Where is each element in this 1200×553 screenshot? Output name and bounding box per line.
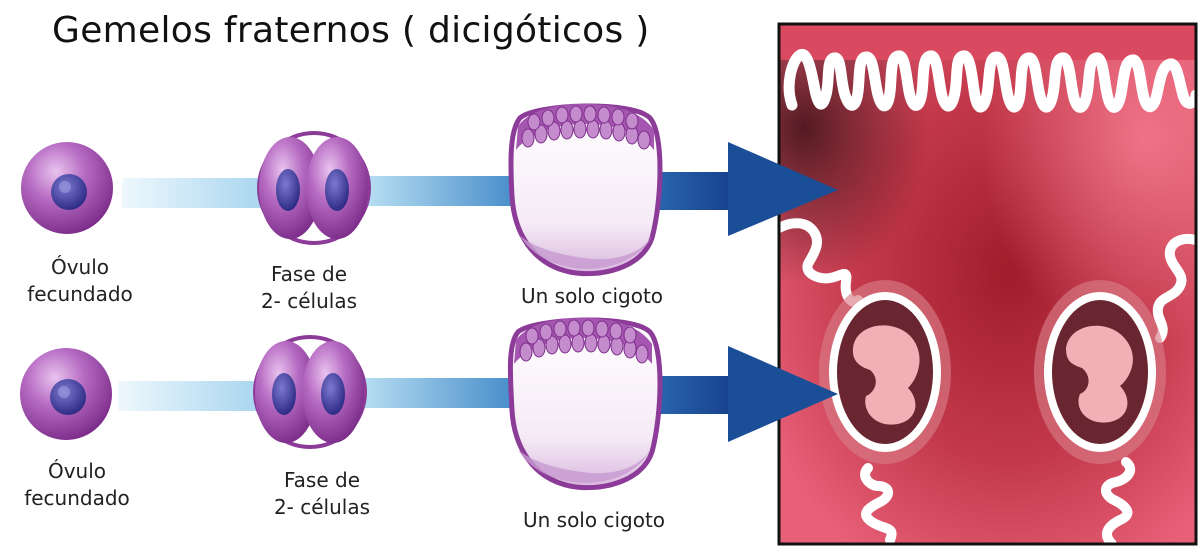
two-cell-label-line-2: 2- células [261,288,357,315]
two-cell-label-line-2: 2- células [274,494,370,521]
zygote-1 [511,104,660,274]
uterus-panel [779,24,1196,544]
ovum-label-2: Óvulo fecundado [24,458,130,512]
beam-two-cell-to-zygote-1 [368,176,512,206]
zygote-2 [510,318,660,488]
right-ovary [1034,280,1166,464]
zygote-label-text: Un solo cigoto [523,507,665,534]
zygote-label-text: Un solo cigoto [521,283,663,310]
beam-ovum-to-two-cell-2 [118,381,258,411]
two-cell-stage-2 [255,337,365,447]
ovum-label-1: Óvulo fecundado [27,254,133,308]
ovum-label-line-1: Óvulo [27,254,133,281]
page-title: Gemelos fraternos ( dicigóticos ) [52,10,650,51]
two-cell-label-line-1: Fase de [274,467,370,494]
fertilized-ovum-2 [20,348,112,440]
row-2 [20,318,838,488]
two-cell-label-2: Fase de 2- células [274,467,370,521]
zygote-label-2: Un solo cigoto [523,507,665,534]
left-ovary [819,280,951,464]
ovum-label-line-2: fecundado [27,281,133,308]
zygote-label-1: Un solo cigoto [521,283,663,310]
beam-ovum-to-two-cell-1 [122,178,262,208]
two-cell-label-line-1: Fase de [261,261,357,288]
two-cell-label-1: Fase de 2- células [261,261,357,315]
fertilized-ovum-1 [21,142,113,234]
beam-two-cell-to-zygote-2 [362,378,510,408]
two-cell-stage-1 [259,133,369,243]
row-1 [21,104,838,274]
ovum-label-line-1: Óvulo [24,458,130,485]
ovum-label-line-2: fecundado [24,485,130,512]
